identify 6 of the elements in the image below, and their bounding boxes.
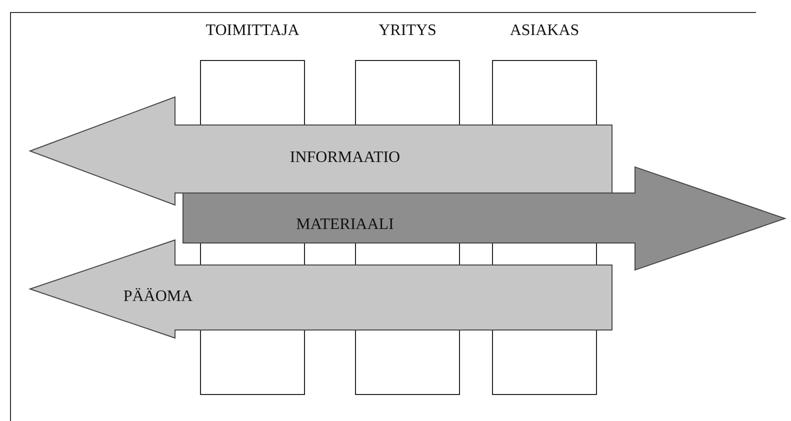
arrow-label: MATERIAALI	[296, 216, 394, 234]
arrow-label: PÄÄOMA	[123, 288, 193, 306]
column-heading: ASIAKAS	[508, 22, 580, 40]
column-heading: TOIMITTAJA	[204, 22, 300, 40]
arrow-label: INFORMAATIO	[290, 149, 400, 167]
column-heading: YRITYS	[378, 22, 438, 40]
